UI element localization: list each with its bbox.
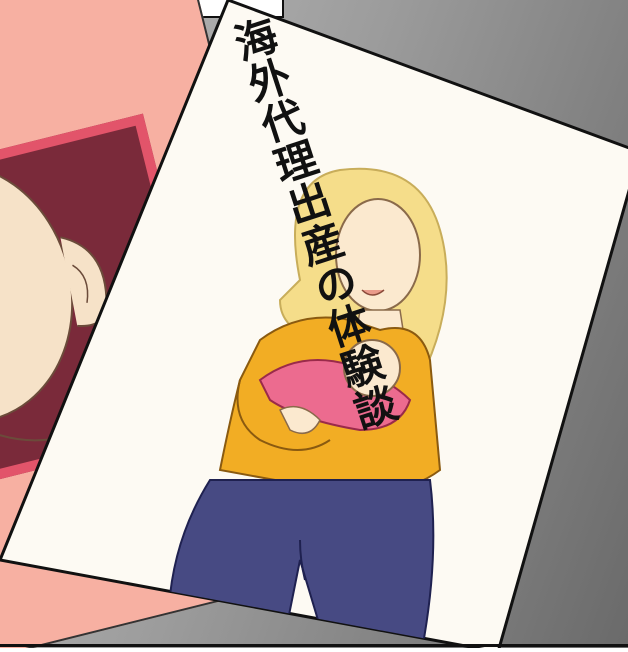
woman-arm xyxy=(236,379,331,451)
woman-hand xyxy=(278,405,321,435)
baby-head xyxy=(343,339,401,397)
woman-smile xyxy=(361,289,385,296)
panel-bottom-border xyxy=(0,644,628,647)
